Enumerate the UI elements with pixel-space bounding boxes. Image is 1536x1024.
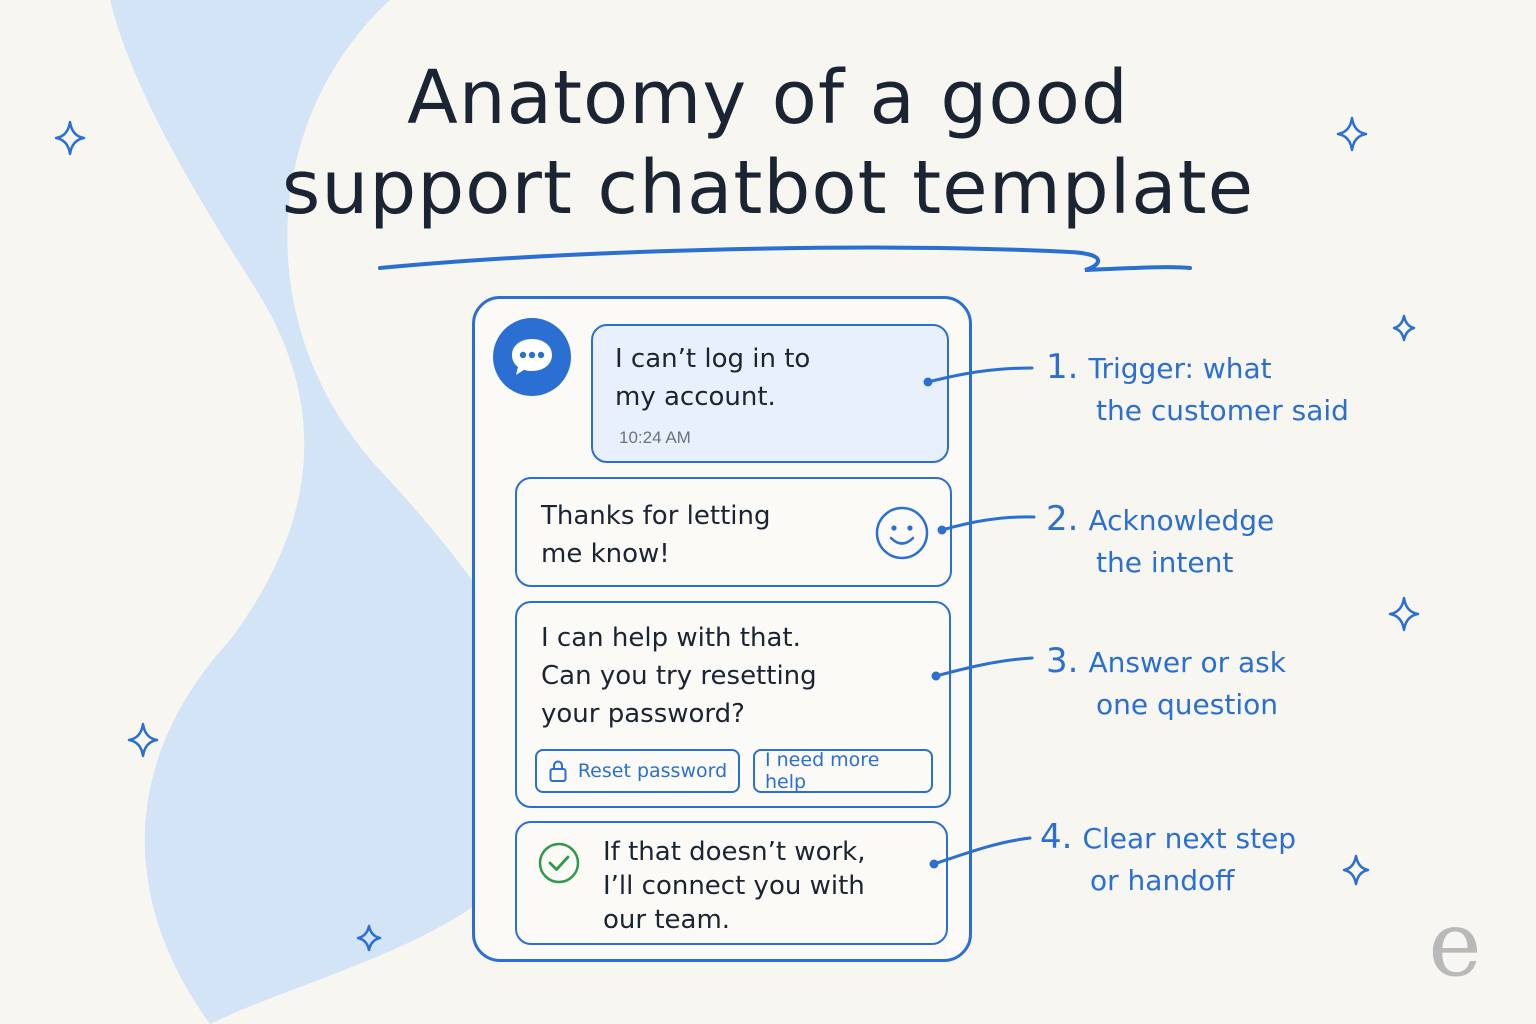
- sparkle-icon: [1392, 314, 1416, 342]
- bot-avatar: [493, 318, 571, 396]
- customer-message-bubble: I can’t log in to my account. 10:24 AM: [591, 324, 949, 463]
- title-underline: [378, 245, 1192, 272]
- handoff-message-bubble: If that doesn’t work, I’ll connect you w…: [515, 821, 948, 945]
- page-title-line-1: Anatomy of a good: [407, 55, 1129, 141]
- answer-message-text: I can help with that. Can you try resett…: [541, 623, 817, 729]
- callout-2-number: 2.: [1046, 499, 1079, 539]
- acknowledge-message-bubble: Thanks for letting me know!: [515, 477, 952, 587]
- callout-4: 4. Clear next step or handoff: [1040, 816, 1296, 902]
- need-more-help-label: I need more help: [765, 749, 880, 793]
- handoff-message-text: If that doesn’t work, I’ll connect you w…: [603, 837, 866, 935]
- brand-logo: e: [1428, 892, 1482, 997]
- callout-3-number: 3.: [1046, 641, 1079, 681]
- lock-icon: [549, 760, 567, 782]
- check-circle-icon: [538, 842, 580, 884]
- reset-password-label: Reset password: [577, 760, 728, 782]
- chat-bubble-icon: [512, 339, 552, 375]
- callout-1-line-1: Trigger: what: [1088, 352, 1272, 385]
- acknowledge-message-text: Thanks for letting me know!: [541, 501, 771, 569]
- need-more-help-button[interactable]: I need more help: [753, 749, 933, 793]
- customer-message-text: I can’t log in to my account.: [615, 344, 811, 412]
- callout-4-number: 4.: [1040, 817, 1073, 857]
- callout-1-number: 1.: [1046, 347, 1079, 387]
- smiley-icon: [875, 506, 929, 560]
- sparkle-icon: [127, 722, 159, 758]
- callout-3-line-2: one question: [1096, 688, 1278, 721]
- page-title-line-2: support chatbot template: [281, 145, 1255, 231]
- callout-1: 1. Trigger: what the customer said: [1046, 346, 1349, 432]
- sparkle-icon: [356, 924, 382, 952]
- callout-2-line-1: Acknowledge: [1088, 504, 1275, 537]
- reset-password-button[interactable]: Reset password: [535, 749, 740, 793]
- sparkle-icon: [54, 120, 86, 156]
- sparkle-icon: [1388, 596, 1420, 632]
- callout-2: 2. Acknowledge the intent: [1046, 498, 1274, 584]
- sparkle-icon: [1342, 854, 1370, 886]
- callout-3: 3. Answer or ask one question: [1046, 640, 1286, 726]
- callout-4-line-2: or handoff: [1090, 864, 1235, 897]
- callout-2-line-2: the intent: [1096, 546, 1234, 579]
- callout-3-line-1: Answer or ask: [1088, 646, 1286, 679]
- callout-4-line-1: Clear next step: [1082, 822, 1297, 855]
- answer-message-bubble: I can help with that. Can you try resett…: [515, 601, 951, 808]
- sparkle-icon: [1336, 116, 1368, 152]
- callout-1-line-2: the customer said: [1096, 394, 1349, 427]
- message-timestamp: 10:24 AM: [619, 428, 691, 447]
- wave-shape-lower: [0, 0, 305, 1024]
